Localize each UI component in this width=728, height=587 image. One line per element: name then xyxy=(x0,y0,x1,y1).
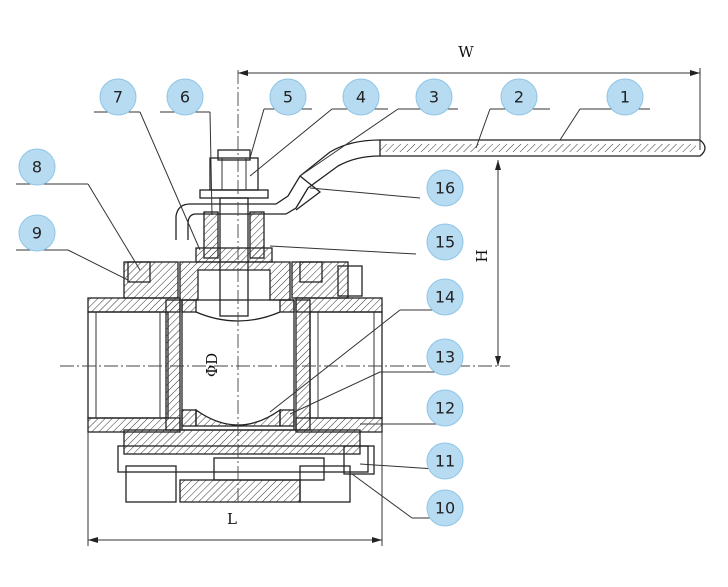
part-number: 10 xyxy=(435,499,455,518)
dim-length-label: L xyxy=(227,510,237,528)
part-number: 8 xyxy=(32,158,42,177)
part-bubble-13: 13 xyxy=(426,338,464,376)
part-number: 3 xyxy=(429,88,439,107)
dim-width-label: W xyxy=(458,43,474,61)
part-number: 4 xyxy=(356,88,366,107)
part-bubble-9: 9 xyxy=(18,214,56,252)
dim-height-label: H xyxy=(473,249,491,262)
part-bubble-6: 6 xyxy=(166,78,204,116)
part-bubble-1: 1 xyxy=(606,78,644,116)
part-bubble-3: 3 xyxy=(415,78,453,116)
part-number: 1 xyxy=(620,88,630,107)
part-number: 9 xyxy=(32,224,42,243)
right-end-cap xyxy=(295,297,383,433)
part-number: 11 xyxy=(435,452,455,471)
part-number: 16 xyxy=(435,179,455,198)
dim-bore-label: ΦD xyxy=(203,353,221,377)
valve-body xyxy=(123,261,363,301)
left-end-cap xyxy=(87,297,181,433)
part-bubble-12: 12 xyxy=(426,389,464,427)
stem-assembly xyxy=(195,149,273,317)
part-bubble-11: 11 xyxy=(426,442,464,480)
part-bubble-15: 15 xyxy=(426,223,464,261)
part-bubble-14: 14 xyxy=(426,278,464,316)
part-bubble-4: 4 xyxy=(342,78,380,116)
part-bubble-5: 5 xyxy=(269,78,307,116)
dimension-lines xyxy=(87,68,701,546)
part-number: 6 xyxy=(180,88,190,107)
part-number: 15 xyxy=(435,233,455,252)
part-number: 14 xyxy=(435,288,455,307)
part-number: 12 xyxy=(435,399,455,418)
part-number: 13 xyxy=(435,348,455,367)
part-bubble-8: 8 xyxy=(18,148,56,186)
part-bubble-2: 2 xyxy=(500,78,538,116)
part-number: 2 xyxy=(514,88,524,107)
bottom-bolts xyxy=(117,429,375,503)
part-number: 7 xyxy=(113,88,123,107)
part-bubble-10: 10 xyxy=(426,489,464,527)
part-bubble-7: 7 xyxy=(99,78,137,116)
part-number: 5 xyxy=(283,88,293,107)
part-bubble-16: 16 xyxy=(426,169,464,207)
